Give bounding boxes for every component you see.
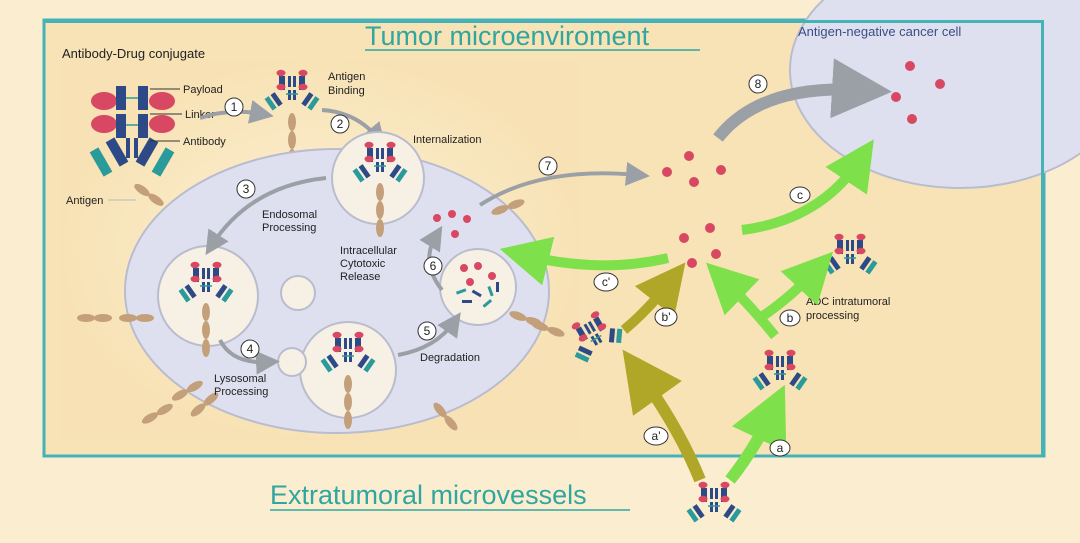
step-b-prime-label: b': [662, 310, 671, 324]
degradation-vesicle: [439, 248, 517, 326]
antigen-negative-cell-label: Antigen-negative cancer cell: [798, 24, 961, 39]
tumor-microenvironment-title: Tumor microenviroment: [365, 21, 650, 51]
step-2-number: 2: [337, 117, 344, 131]
lysosomal-label-1: Lysosomal: [214, 373, 266, 385]
step-2-circle: [330, 114, 350, 134]
step-b-label: b: [787, 311, 794, 325]
step-c-prime-circle: [593, 272, 619, 292]
box-top-edge: [44, 20, 1044, 23]
payload-dot: [905, 61, 915, 71]
vacuole: [280, 275, 316, 311]
arrow-a-prime: [622, 349, 706, 483]
step-7-number: 7: [545, 159, 552, 173]
step-a-circle: [769, 439, 791, 457]
step-4-number: 4: [247, 342, 254, 356]
release-label-1: Intracellular: [340, 245, 397, 257]
payload-dot: [935, 79, 945, 89]
linker-label: Linker: [185, 109, 215, 121]
intratumoral-label-1: ADC intratumoral: [806, 296, 890, 308]
payload-dot: [689, 177, 699, 187]
antigen-label: Antigen: [66, 195, 103, 207]
payload-dot: [451, 230, 459, 238]
box-right-edge: [1041, 20, 1044, 456]
antibody-label: Antibody: [183, 136, 226, 148]
payload-dot: [891, 92, 901, 102]
step-3-number: 3: [243, 182, 250, 196]
step-7-circle: [538, 156, 558, 176]
antigen-binding-label-1: Antigen: [328, 71, 365, 83]
endosomal-label-1: Endosomal: [262, 209, 317, 221]
payload-dot: [679, 233, 689, 243]
arrow-c-prime: [499, 236, 670, 286]
intratumoral-label-2: processing: [806, 310, 859, 322]
arrow-step-8: [713, 58, 892, 142]
payload-dot: [433, 214, 441, 222]
arrow-step-5: [397, 312, 461, 357]
step-5-circle: [417, 321, 437, 341]
payload-dot: [705, 223, 715, 233]
step-c-circle: [789, 186, 811, 204]
arrow-b-prime: [620, 262, 686, 334]
antigen-chain: [202, 303, 210, 357]
step-6-number: 6: [430, 259, 437, 273]
adc-label: Antibody-Drug conjugate: [62, 46, 205, 61]
payload-dot: [716, 165, 726, 175]
payload-dot: [684, 151, 694, 161]
arrow-a: [725, 384, 787, 484]
adc-large: [89, 86, 175, 177]
step-b-circle: [779, 309, 801, 327]
lysosomal-label-2: Processing: [214, 386, 268, 398]
step-a-prime-circle: [643, 426, 669, 446]
step-1-number: 1: [231, 100, 238, 114]
step-a-label: a: [777, 441, 784, 455]
step-8-number: 8: [755, 77, 762, 91]
arrow-step-4: [218, 339, 280, 375]
step-c-prime-label: c': [602, 275, 610, 289]
internalization-label: Internalization: [413, 134, 482, 146]
step-a-prime-label: a': [652, 429, 661, 443]
payload-dot: [448, 210, 456, 218]
payload-dot: [711, 249, 721, 259]
step-c-label: c: [797, 188, 803, 202]
step-6-circle: [423, 256, 443, 276]
adc-circulating: [685, 481, 743, 524]
degradation-label: Degradation: [420, 352, 480, 364]
antigen-chain: [344, 375, 352, 429]
step-1-circle: [224, 97, 244, 117]
antigen-binding-label-2: Binding: [328, 85, 365, 97]
extratumoral-title: Extratumoral microvessels: [270, 480, 587, 510]
payload-dot: [907, 114, 917, 124]
lysosome-bud: [277, 347, 307, 377]
arrow-step-7: [478, 161, 650, 207]
step-4-circle: [240, 339, 260, 359]
step-3-circle: [236, 179, 256, 199]
payload-label: Payload: [183, 84, 223, 96]
payload-dot: [463, 215, 471, 223]
release-label-2: Cytotoxic: [340, 258, 386, 270]
antigen-chain: [376, 183, 384, 237]
step-8-circle: [748, 74, 768, 94]
endosomal-label-2: Processing: [262, 222, 316, 234]
payload-dot: [687, 258, 697, 268]
step-5-number: 5: [424, 324, 431, 338]
step-b-prime-circle: [654, 307, 678, 327]
arrow-b: [705, 262, 779, 340]
arrow-b-branch: [757, 251, 834, 323]
arrow-c: [741, 139, 874, 235]
release-label-3: Release: [340, 271, 380, 283]
arrow-step-3: [205, 176, 327, 256]
payload-dot: [662, 167, 672, 177]
